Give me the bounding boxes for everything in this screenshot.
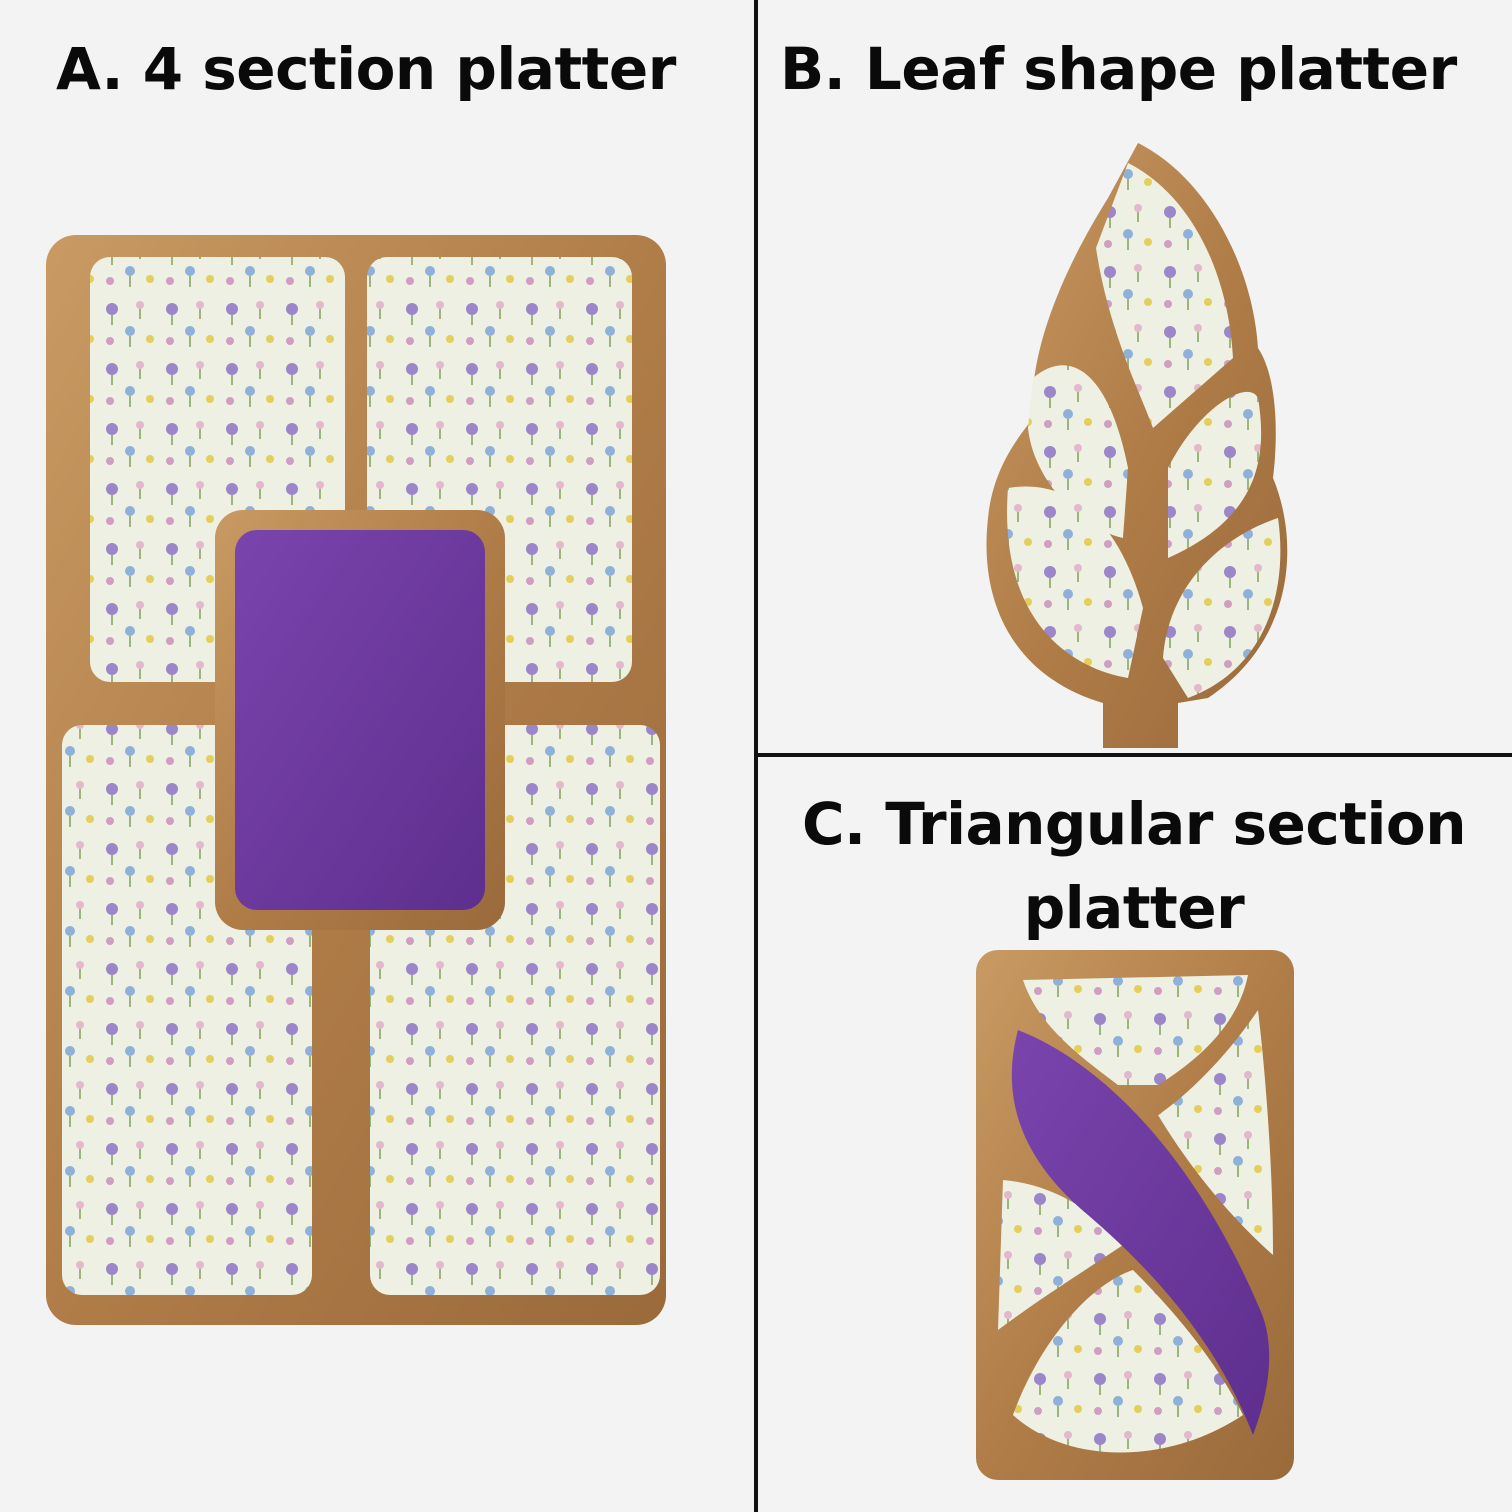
panel-a-title: A. 4 section platter xyxy=(56,35,676,103)
panel-a-image xyxy=(40,235,680,1335)
horizontal-divider xyxy=(756,753,1512,757)
panel-b-image xyxy=(978,138,1298,758)
panel-c-title: C. Triangular section platter xyxy=(801,790,1467,942)
panel-b-title: B. Leaf shape platter xyxy=(780,35,1457,103)
panel-c-image xyxy=(968,945,1298,1490)
